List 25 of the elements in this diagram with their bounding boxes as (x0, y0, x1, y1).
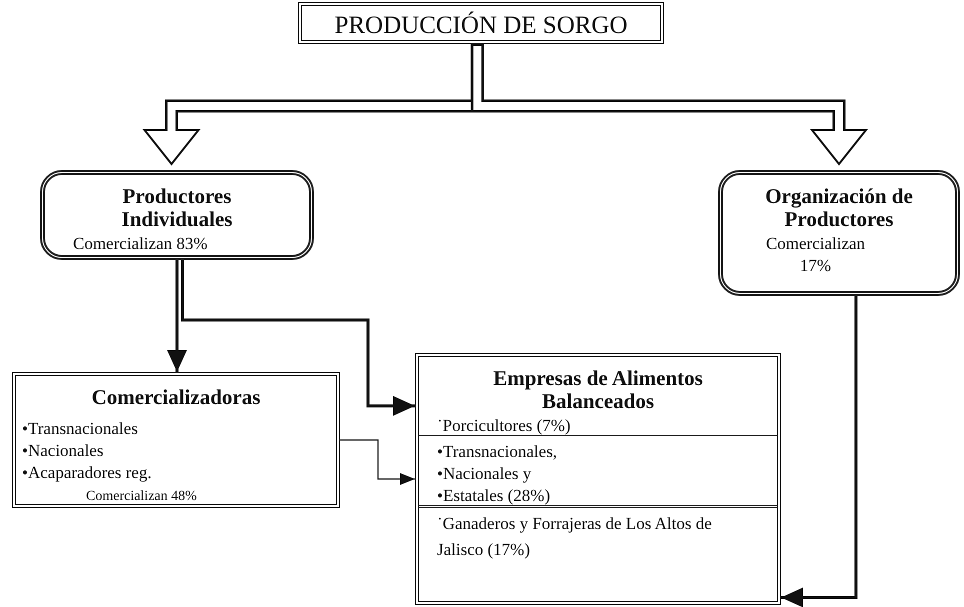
process-box (40, 170, 314, 260)
list-item: ˙Porcicultores (7%) (437, 415, 571, 437)
box-heading: Empresas de Alimentos Balanceados (492, 367, 704, 413)
process-box (415, 353, 781, 605)
list-item: •Estatales (28%) (437, 485, 550, 507)
process-box (718, 170, 960, 296)
list-item: ˙Ganaderos y Forrajeras de Los Altos de Jalisco (17%) (437, 513, 713, 561)
arrow (340, 439, 415, 485)
arrow (781, 296, 858, 607)
box-label: PRODUCCIÓN DE SORGO (333, 12, 629, 40)
box-heading: Comercializadoras (90, 386, 262, 409)
list-item: •Transnacionales (22, 418, 138, 440)
share-text: Comercializan 17% (764, 233, 866, 277)
arrow (180, 260, 415, 416)
list-item: •Nacionales y (437, 463, 532, 485)
arrow (167, 260, 187, 372)
share-text: Comercializan 48% (86, 488, 197, 506)
share-text: Comercializan 83% (73, 233, 208, 255)
list-item: •Acaparadores reg. (22, 462, 152, 484)
box-heading: Organización de Productores (764, 185, 914, 231)
box-heading: Productores Individuales (120, 185, 234, 231)
title-box (298, 2, 664, 44)
process-box (12, 372, 340, 508)
list-item: •Nacionales (22, 440, 104, 462)
list-item: •Transnacionales, (437, 441, 558, 463)
